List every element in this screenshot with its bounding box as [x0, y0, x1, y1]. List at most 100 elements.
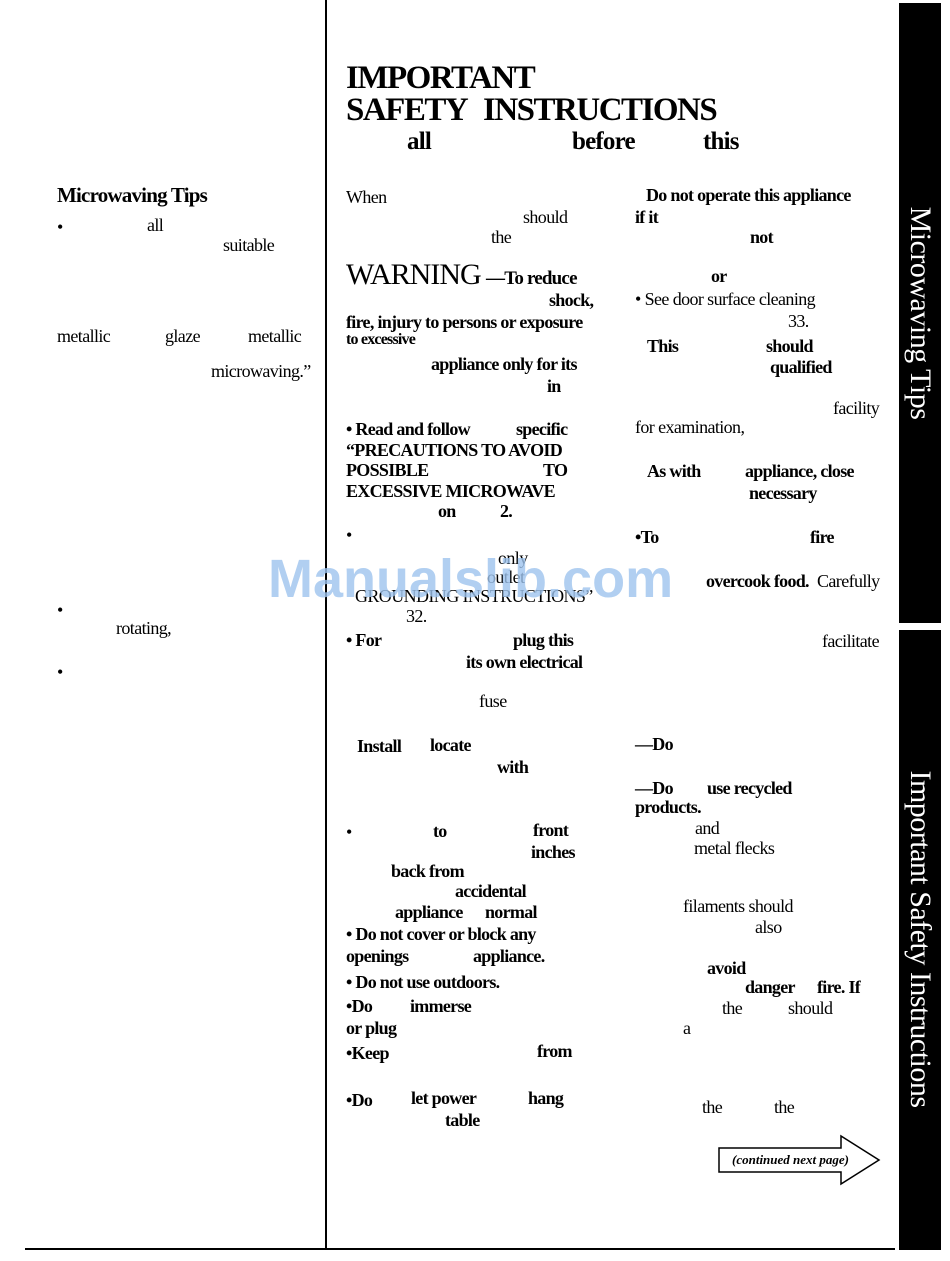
text-fragment: normal — [485, 902, 537, 922]
text-fragment: for examination, — [635, 417, 745, 437]
side-tab-label-upper: Microwaving Tips — [904, 206, 937, 420]
page-bottom-rule — [25, 1248, 895, 1250]
bullet: • — [346, 525, 353, 545]
text-fragment: filaments should — [683, 896, 793, 916]
text-fragment: • See door surface cleaning — [635, 289, 816, 309]
text-fragment: specific — [516, 419, 568, 439]
side-tab-microwaving-tips — [899, 3, 941, 623]
text-fragment: Do not operate this appliance — [646, 185, 851, 205]
bullet: • — [346, 822, 353, 842]
text-fragment: suitable — [223, 235, 275, 255]
text-fragment: avoid — [707, 958, 746, 978]
text-fragment: 32. — [406, 606, 427, 626]
continued-arrow-icon — [718, 1134, 881, 1186]
text-fragment: POSSIBLE — [346, 460, 429, 480]
text-fragment: table — [445, 1110, 480, 1130]
text-fragment: outlet — [487, 567, 525, 587]
text-fragment: appliance. — [473, 946, 545, 966]
text-fragment: danger — [745, 977, 796, 997]
text-fragment: GROUNDING INSTRUCTIONS” — [355, 586, 593, 606]
text-fragment: all — [147, 215, 164, 235]
text-fragment: appliance only for its — [431, 354, 577, 374]
text-fragment: immerse — [410, 996, 472, 1016]
microwaving-tips-heading: Microwaving Tips — [57, 183, 208, 207]
text-fragment: accidental — [455, 881, 527, 901]
title-important: IMPORTANT — [346, 60, 536, 96]
text-fragment: —To reduce — [486, 268, 578, 289]
text-fragment: locate — [430, 735, 471, 755]
text-fragment: fuse — [479, 691, 507, 711]
side-tab-label-lower: Important Safety Instructions — [904, 770, 937, 1108]
text-fragment: from — [537, 1041, 573, 1061]
text-fragment: back from — [391, 861, 465, 881]
text-fragment: only — [498, 548, 528, 568]
text-fragment: —Do — [635, 778, 674, 798]
text-fragment: This — [647, 336, 679, 356]
text-fragment: appliance — [395, 902, 463, 922]
text-fragment: to — [433, 821, 447, 841]
text-fragment: front — [533, 820, 569, 840]
text-fragment: rotating, — [116, 618, 172, 638]
text-fragment: fire — [810, 527, 835, 547]
text-fragment: Carefully — [817, 571, 880, 591]
watermark: Manualslib.com — [268, 549, 674, 609]
text-fragment: glaze — [165, 326, 201, 346]
text-fragment: the — [722, 998, 743, 1018]
text-fragment: should — [523, 207, 568, 227]
text-fragment: Install — [357, 736, 402, 756]
text-fragment: metallic — [248, 326, 302, 346]
text-fragment: also — [755, 917, 782, 937]
text-fragment: microwaving.” — [211, 361, 311, 381]
text-fragment: plug this — [513, 630, 574, 650]
subtitle-before: before — [572, 128, 636, 155]
subtitle-all: all — [407, 128, 432, 155]
continued-next-page: (continued next page) — [732, 1152, 849, 1167]
text-fragment: —Do — [635, 734, 674, 754]
column-divider — [325, 0, 327, 1250]
text-fragment: to excessive — [346, 331, 416, 348]
text-fragment: As with — [647, 461, 701, 481]
text-fragment: appliance, close — [745, 461, 855, 481]
text-fragment: EXCESSIVE MICROWAVE — [346, 481, 556, 501]
text-fragment: with — [497, 757, 529, 777]
text-fragment: facilitate — [822, 631, 880, 651]
text-fragment: overcook food. — [706, 571, 810, 591]
text-fragment: inches — [531, 842, 576, 862]
text-fragment: qualified — [770, 357, 832, 377]
bullet: • — [57, 600, 64, 620]
text-fragment: if it — [635, 207, 659, 227]
bullet: • — [57, 217, 64, 237]
text-fragment: hang — [528, 1088, 564, 1108]
text-fragment: or plug — [346, 1018, 397, 1038]
title-instructions: INSTRUCTIONS — [483, 92, 718, 128]
side-tab-safety-instructions — [899, 630, 941, 1250]
bullet: • — [57, 662, 64, 682]
text-fragment: •Do — [346, 996, 373, 1016]
text-fragment: “PRECAUTIONS TO AVOID — [346, 440, 563, 460]
text-fragment: and — [695, 818, 720, 838]
text-fragment: TO — [543, 460, 568, 480]
text-fragment: the — [702, 1097, 723, 1117]
text-fragment: a — [683, 1018, 691, 1038]
text-fragment: When — [346, 187, 387, 207]
text-fragment: fire, injury to persons or exposure — [346, 312, 583, 332]
text-fragment: 2. — [500, 501, 513, 521]
text-fragment: products. — [635, 797, 702, 817]
text-fragment: • Do not cover or block any — [346, 924, 536, 944]
text-fragment: •Keep — [346, 1043, 389, 1063]
text-fragment: facility — [833, 398, 880, 418]
text-fragment: the — [774, 1097, 795, 1117]
text-fragment: or — [711, 266, 727, 286]
warning-label: WARNING — [346, 258, 482, 291]
text-fragment: •To — [635, 527, 659, 547]
text-fragment: metallic — [57, 326, 111, 346]
text-fragment: its own electrical — [466, 652, 583, 672]
text-fragment: metal flecks — [694, 838, 775, 858]
text-fragment: • Do not use outdoors. — [346, 972, 500, 992]
text-fragment: should — [766, 336, 814, 356]
text-fragment: not — [750, 227, 774, 247]
text-fragment: •Do — [346, 1090, 373, 1110]
text-fragment: • For — [346, 630, 382, 650]
text-fragment: shock, — [549, 290, 594, 310]
text-fragment: use recycled — [707, 778, 792, 798]
